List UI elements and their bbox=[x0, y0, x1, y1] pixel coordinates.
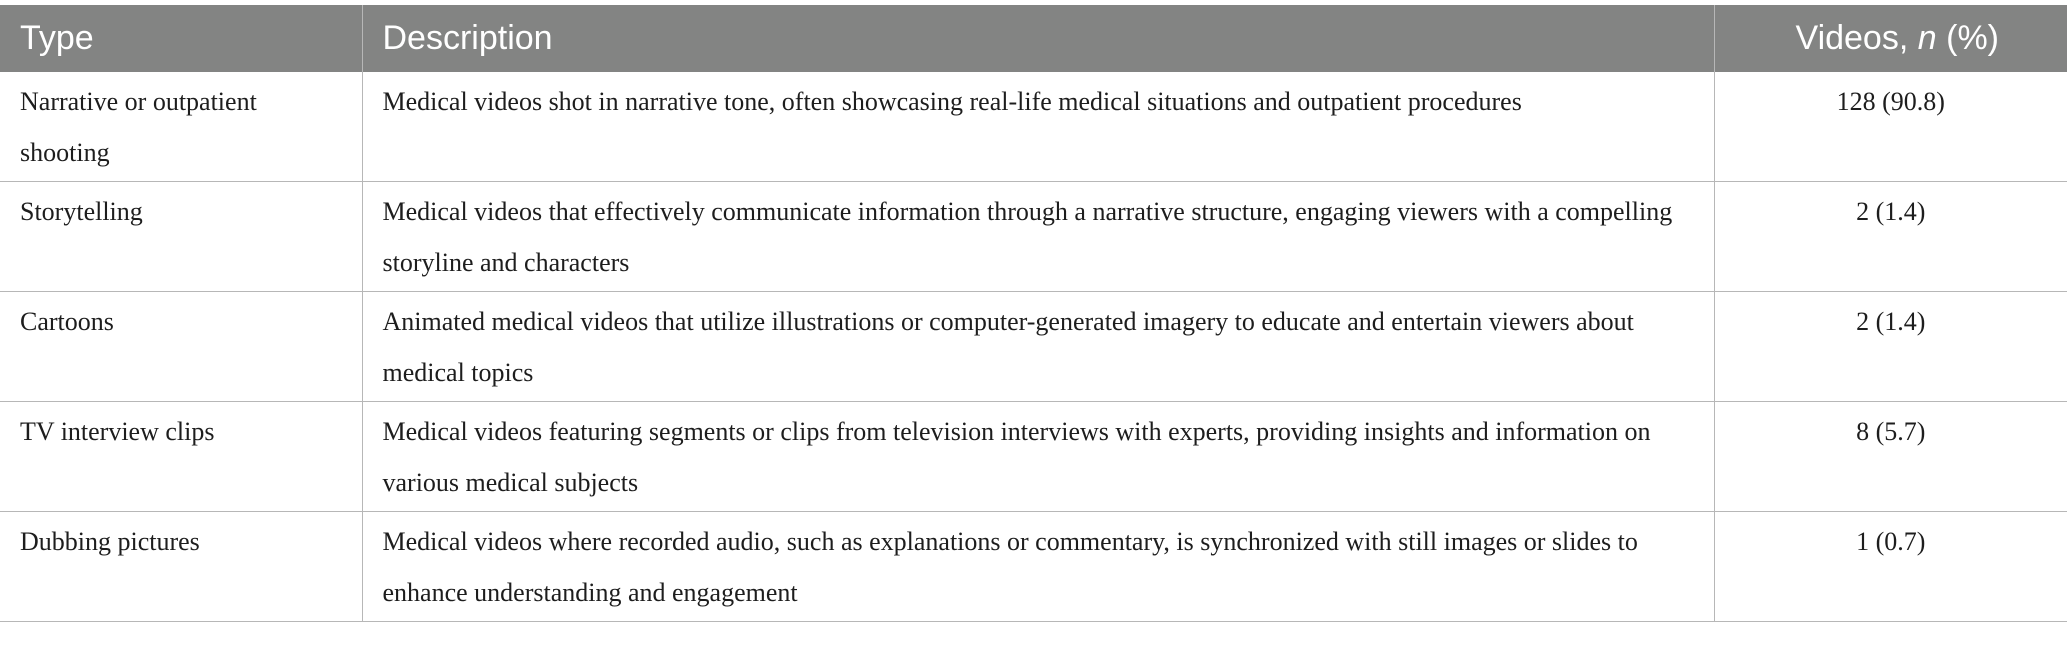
cell-description: Medical videos where recorded audio, suc… bbox=[362, 511, 1715, 622]
table-row: Storytelling Medical videos that effecti… bbox=[0, 181, 2067, 292]
header-description: Description bbox=[362, 5, 1715, 72]
cell-type: Dubbing pictures bbox=[0, 511, 363, 622]
cell-videos: 8 (5.7) bbox=[1714, 401, 2067, 512]
header-videos-suffix: (%) bbox=[1936, 19, 1999, 57]
cell-type: TV interview clips bbox=[0, 401, 363, 512]
header-videos-prefix: Videos, bbox=[1795, 19, 1918, 57]
table-row: Dubbing pictures Medical videos where re… bbox=[0, 511, 2067, 622]
table-row: Cartoons Animated medical videos that ut… bbox=[0, 291, 2067, 402]
cell-videos: 128 (90.8) bbox=[1836, 87, 1945, 116]
cell-videos: 2 (1.4) bbox=[1714, 181, 2067, 292]
cell-type: Cartoons bbox=[0, 291, 363, 402]
header-videos: Videos, n (%) bbox=[1714, 5, 2067, 72]
cell-type: Storytelling bbox=[0, 181, 363, 292]
video-type-table-container: Type Description Videos, n (%) Narrative… bbox=[0, 5, 2067, 622]
table-row: TV interview clips Medical videos featur… bbox=[0, 401, 2067, 512]
cell-description: Medical videos shot in narrative tone, o… bbox=[362, 72, 1715, 182]
video-type-table: Type Description Videos, n (%) Narrative… bbox=[0, 5, 2067, 622]
cell-videos: 2 (1.4) bbox=[1714, 291, 2067, 402]
header-row: Type Description Videos, n (%) bbox=[0, 5, 2067, 72]
cell-videos: 1 (0.7) bbox=[1714, 511, 2067, 622]
cell-description: Medical videos featuring segments or cli… bbox=[362, 401, 1715, 512]
table-body: Narrative or outpatient shooting Medical… bbox=[0, 72, 2067, 622]
cell-type: Narrative or outpatient shooting bbox=[0, 72, 363, 182]
cell-description: Medical videos that effectively communic… bbox=[362, 181, 1715, 292]
header-type: Type bbox=[0, 5, 363, 72]
table-header: Type Description Videos, n (%) bbox=[0, 5, 2067, 72]
cell-description: Animated medical videos that utilize ill… bbox=[362, 291, 1715, 402]
header-videos-n: n bbox=[1917, 19, 1937, 57]
table-row: Narrative or outpatient shooting Medical… bbox=[0, 72, 2067, 182]
